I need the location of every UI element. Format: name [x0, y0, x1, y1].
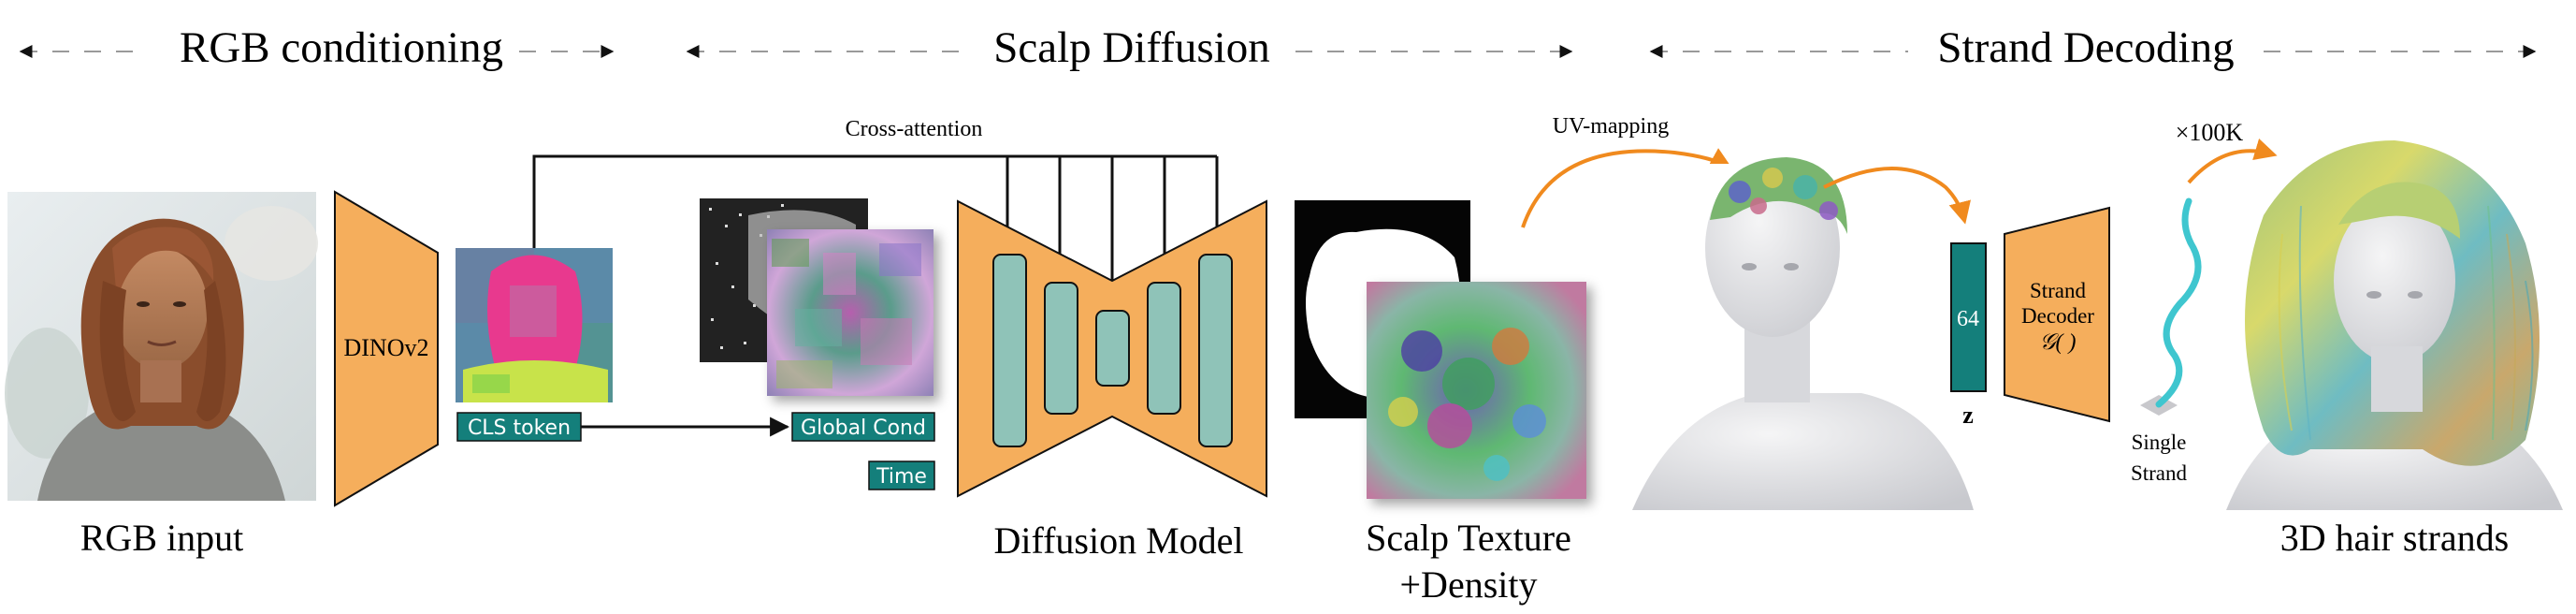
dinov2-label: DINOv2	[344, 334, 429, 361]
latent-dim-label: 64	[1957, 307, 1979, 331]
strand-decoder: Strand Decoder 𝒢( )	[2004, 206, 2110, 423]
unet-block-1	[992, 254, 1027, 447]
section-header-rgb: RGB conditioning	[19, 23, 615, 72]
hair-output-label: 3D hair strands	[2280, 517, 2509, 559]
unet-block-4	[1147, 282, 1181, 415]
single-strand-label-line1: Single	[2132, 431, 2187, 454]
strand-decoder-label-line1: Strand	[2030, 279, 2087, 302]
uv-mapping-label: UV-mapping	[1553, 114, 1669, 139]
noisy-scalp-texture	[767, 229, 933, 396]
diffusion-model-label: Diffusion Model	[993, 519, 1243, 562]
unet-block-2	[1044, 282, 1078, 415]
section-title-scalp-diffusion: Scalp Diffusion	[993, 23, 1269, 72]
head-bust-scalp	[1632, 157, 1974, 510]
time-tag: Time	[868, 460, 935, 490]
unet-block-5	[1198, 254, 1233, 447]
time-label: Time	[876, 465, 927, 489]
cls-token-label: CLS token	[468, 417, 571, 440]
section-header-scalp: Scalp Diffusion	[686, 23, 1573, 72]
multiplier-label: ×100K	[2176, 119, 2244, 146]
density-label: +Density	[1400, 563, 1538, 606]
global-cond-tag: Global Cond	[791, 412, 935, 442]
single-strand-label-line2: Strand	[2131, 461, 2188, 485]
rgb-input-photo	[5, 192, 318, 501]
cross-attention-label: Cross-attention	[846, 117, 983, 141]
unet-block-3	[1095, 310, 1130, 387]
dino-feature-map	[456, 248, 613, 402]
uv-mapping-arrow	[1521, 148, 1733, 228]
dinov2-encoder: DINOv2	[334, 190, 439, 507]
rgb-input-label: RGB input	[80, 517, 243, 559]
cls-token-tag: CLS token	[456, 412, 582, 442]
diffusion-unet	[957, 199, 1267, 498]
strand-decoder-label-line2: Decoder	[2021, 304, 2094, 328]
scalp-to-latent-arrow	[1823, 167, 1971, 225]
section-title-rgb-conditioning: RGB conditioning	[180, 23, 503, 72]
section-title-strand-decoding: Strand Decoding	[1937, 23, 2234, 72]
strand-replication-arrow	[2187, 138, 2278, 184]
strand-decoder-function: 𝒢( )	[2039, 330, 2076, 355]
single-strand	[2140, 197, 2202, 416]
scalp-texture-output	[1367, 282, 1586, 499]
scalp-texture-label: Scalp Texture	[1366, 517, 1571, 559]
section-header-strand: Strand Decoding	[1649, 23, 2537, 72]
hair-output-render	[2226, 140, 2563, 510]
latent-vector: 64	[1950, 242, 1987, 392]
latent-z-label: z	[1962, 402, 1974, 429]
global-cond-label: Global Cond	[801, 417, 926, 440]
